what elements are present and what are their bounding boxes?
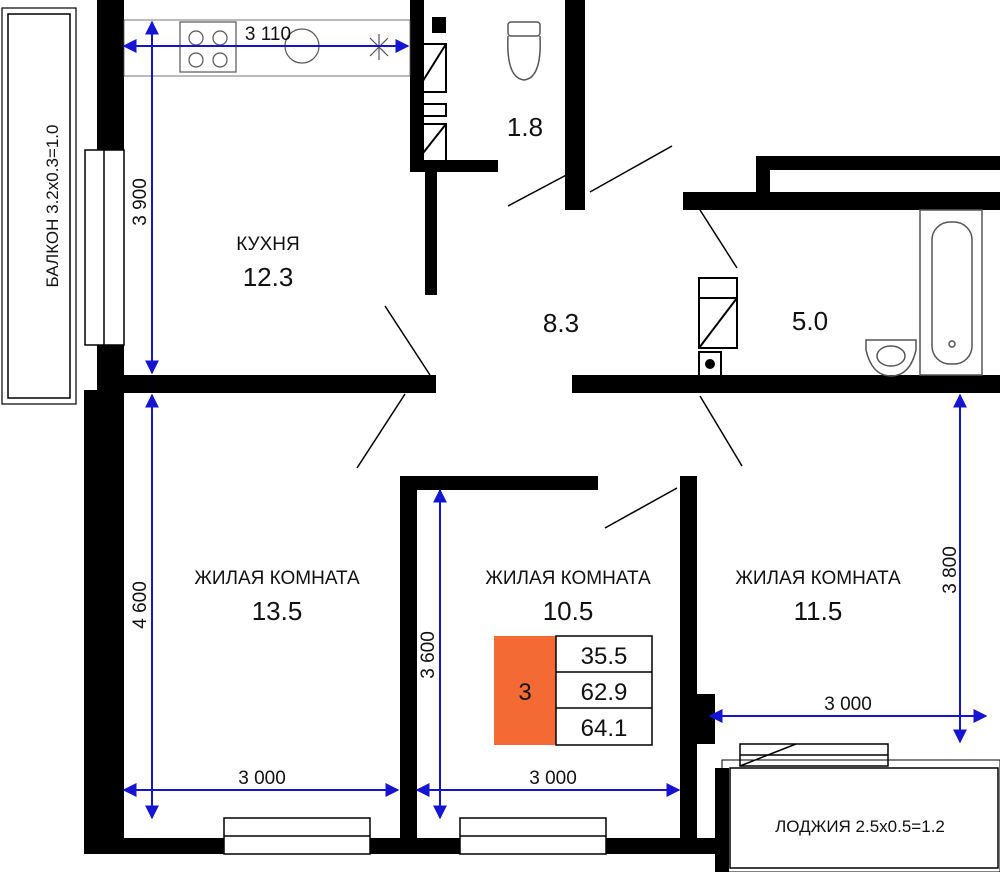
wall-living2-top — [400, 476, 598, 490]
wall-living3-bottom — [697, 694, 715, 744]
wall-bath-vent-side — [756, 156, 770, 196]
area-summary-badge: 3 35.5 62.9 64.1 — [494, 635, 653, 746]
door-loggia — [739, 743, 797, 767]
wall-left-corner — [84, 390, 100, 854]
dim-living2-width: 3 000 — [529, 768, 577, 789]
balcony-label: БАЛКОН 3.2x0.3=1.0 — [43, 125, 62, 288]
living2-area: 10.5 — [543, 596, 594, 626]
wall-living2-right — [680, 476, 697, 852]
rooms-count-box — [494, 636, 556, 745]
wc-area: 1.8 — [507, 112, 543, 142]
dimension-lines — [122, 20, 988, 820]
total-area: 62.9 — [581, 679, 628, 706]
living1-area: 13.5 — [252, 596, 303, 626]
vent-shafts — [415, 17, 738, 377]
living1-name: ЖИЛАЯ КОМНАТА — [194, 568, 360, 589]
washbasin-icon — [865, 339, 917, 377]
door-swings — [356, 145, 797, 767]
wall-bath-top — [683, 192, 1000, 210]
toilet-icon — [507, 21, 541, 81]
kitchen-name: КУХНЯ — [236, 234, 299, 255]
door-living2 — [604, 487, 678, 529]
loggia-label: ЛОДЖИЯ 2.5x0.5=1.2 — [775, 817, 945, 836]
wall-kitchen-bottom — [124, 375, 436, 393]
kitchen-area: 12.3 — [243, 262, 294, 292]
dim-living3-depth: 3 800 — [940, 546, 961, 594]
dim-living1-depth: 4 600 — [130, 581, 151, 629]
door-living3 — [699, 395, 743, 467]
loggia-outline — [729, 767, 999, 869]
wall-bath-bottom — [572, 375, 1000, 393]
living-area-total: 35.5 — [581, 643, 628, 670]
windows — [84, 149, 889, 855]
door-wc — [507, 171, 573, 207]
living3-name: ЖИЛАЯ КОМНАТА — [735, 568, 901, 589]
dim-living1-width: 3 000 — [238, 768, 286, 789]
wall-bath-vent — [756, 156, 1000, 170]
balcony-outline — [7, 13, 71, 399]
living3-area: 11.5 — [794, 596, 843, 626]
hall-area: 8.3 — [543, 308, 579, 338]
door-kitchen — [384, 305, 431, 376]
dim-kitchen-depth: 3 900 — [130, 178, 151, 226]
wall-living2-left — [400, 476, 417, 852]
door-living1 — [356, 393, 406, 469]
total-area-with-outdoor: 64.1 — [581, 715, 628, 742]
rooms-count: 3 — [518, 679, 531, 706]
wall-left-lower — [97, 345, 124, 852]
bath-area: 5.0 — [792, 306, 828, 336]
wall-left-upper — [97, 0, 124, 150]
wall-top-wc-right — [565, 0, 585, 210]
living2-name: ЖИЛАЯ КОМНАТА — [485, 568, 651, 589]
bathtub-icon — [919, 209, 983, 376]
wall-kitchen-stub — [425, 170, 437, 295]
dim-kitchen-width: 3 110 — [245, 24, 291, 45]
dim-living3-width: 3 000 — [824, 694, 872, 715]
door-bath — [699, 209, 738, 269]
dim-living2-depth: 3 600 — [418, 631, 439, 679]
